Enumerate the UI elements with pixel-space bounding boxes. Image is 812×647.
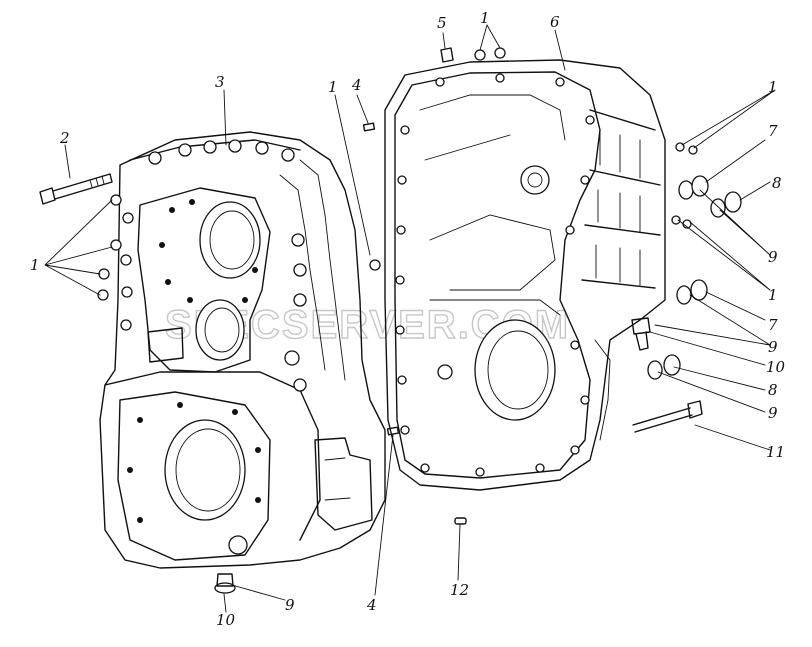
- callout-label: 9: [768, 338, 778, 356]
- callout-label: 7: [768, 122, 778, 140]
- boss: [203, 140, 217, 154]
- plug-part-10-bottom: [214, 573, 236, 594]
- boss: [228, 139, 242, 153]
- callout-label: 5: [437, 14, 447, 32]
- callout-label: 8: [772, 174, 782, 192]
- plug-part-5: [440, 47, 454, 63]
- rear-bore: [474, 319, 556, 421]
- callout-label: 1: [480, 9, 490, 27]
- plug-middle: [369, 259, 381, 271]
- lower-bore: [164, 419, 246, 521]
- callout-label: 8: [768, 381, 778, 399]
- callout-label: 1: [768, 286, 778, 304]
- callout-label: 1: [768, 78, 778, 96]
- boss: [255, 141, 269, 155]
- callout-label: 9: [285, 596, 295, 614]
- plugs-part-1-left: [97, 194, 122, 301]
- leader-lines: [44, 24, 776, 613]
- callout-label: 12: [450, 581, 469, 599]
- callout-label: 4: [366, 596, 377, 614]
- callout-label: 10: [216, 611, 236, 629]
- boss: [178, 143, 192, 157]
- bolt-part-2: [39, 173, 113, 205]
- callout-label: 6: [550, 13, 560, 31]
- callout-label: 11: [766, 443, 785, 461]
- middle-bore: [195, 299, 245, 361]
- upper-bore: [199, 201, 261, 279]
- plug-part-8-lower: [647, 354, 681, 380]
- bolt-part-11: [632, 400, 703, 433]
- callout-label: 9: [768, 404, 778, 422]
- callout-label: 7: [768, 316, 778, 334]
- callout-label: 1: [30, 256, 40, 274]
- dowel-pin-lower: [386, 426, 400, 436]
- plug-part-7-upper: [678, 175, 709, 200]
- callout-label: 4: [351, 76, 362, 94]
- boss: [148, 151, 162, 165]
- boss: [281, 148, 295, 162]
- callout-label: 10: [766, 358, 786, 376]
- name-plate: [147, 327, 184, 363]
- callout-label: 1: [328, 78, 338, 96]
- callout-label: 9: [768, 248, 778, 266]
- plug-part-12: [454, 517, 467, 525]
- front-housing-part: [99, 131, 386, 569]
- callout-labels: 1 1 1 1 1 2 3 4 4 5 6 7 7 8 8 9 9 9 9 10…: [30, 9, 786, 629]
- dowel-pin-upper: [362, 122, 376, 132]
- callout-label: 3: [215, 73, 225, 91]
- rear-housing-part: [384, 59, 666, 491]
- callout-label: 2: [59, 129, 70, 147]
- plug-part-7-lower: [676, 279, 708, 305]
